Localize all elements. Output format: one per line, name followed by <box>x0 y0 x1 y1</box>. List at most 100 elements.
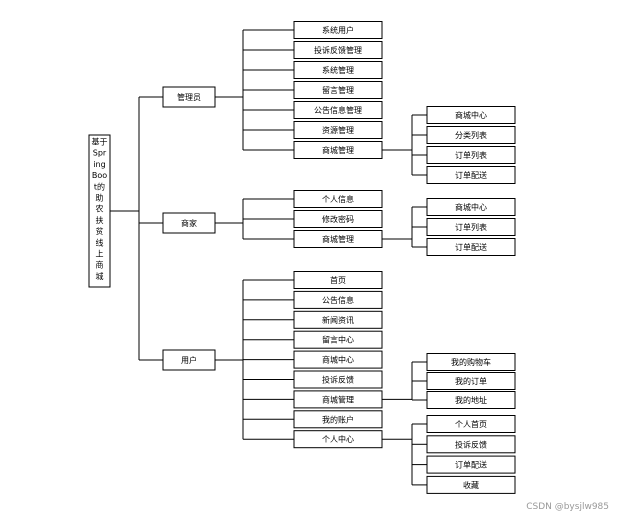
module-node-frame <box>293 190 383 208</box>
submodule-node-frame <box>426 353 516 371</box>
submodule-node-label: 订单配送 <box>455 460 487 470</box>
submodule-node-label: 投诉反馈 <box>455 439 487 449</box>
submodule-node-label: 个人首页 <box>455 419 487 429</box>
submodule-node-frame <box>426 475 516 494</box>
module-node-label: 公告信息管理 <box>314 105 362 115</box>
module-node: 公告信息 <box>293 290 383 309</box>
submodule-node-label: 商城中心 <box>455 202 487 212</box>
root-node-label-line: Spr <box>93 149 107 158</box>
submodule-node: 订单配送 <box>426 166 516 184</box>
module-node: 我的账户 <box>293 410 383 429</box>
root-node-label-line: t的 <box>94 181 105 191</box>
module-node: 新闻资讯 <box>293 310 383 329</box>
submodule-node: 我的购物车 <box>426 353 516 371</box>
module-node-label: 商城中心 <box>322 355 354 365</box>
module-node-frame <box>293 101 383 119</box>
module-node-frame <box>293 410 383 429</box>
module-node: 个人中心 <box>293 430 383 449</box>
submodule-node: 订单列表 <box>426 146 516 164</box>
root-node-label-line: 线 <box>96 237 104 247</box>
module-node-label: 商城管理 <box>322 145 354 155</box>
module-node-label: 我的账户 <box>322 414 354 424</box>
root-node-label-line: 商 <box>96 260 104 270</box>
module-node: 系统用户 <box>293 21 383 39</box>
module-node-frame <box>293 121 383 139</box>
module-node: 资源管理 <box>293 121 383 139</box>
root-node-label-line: 基于 <box>92 137 108 147</box>
module-node-label: 投诉反馈管理 <box>314 45 362 55</box>
root-node-label-line: Boo <box>92 171 107 180</box>
root-node-label-line: 扶 <box>96 215 104 225</box>
submodule-node: 商城中心 <box>426 198 516 216</box>
module-node-label: 留言中心 <box>322 335 354 345</box>
submodule-node-frame <box>426 415 516 433</box>
submodule-node-frame <box>426 372 516 390</box>
submodule-node: 个人首页 <box>426 415 516 433</box>
submodule-node-frame <box>426 455 516 474</box>
module-node: 商城管理 <box>293 230 383 248</box>
root-node-label-line: 助 <box>96 193 104 203</box>
root-node-label-line: ing <box>93 160 105 169</box>
submodule-node-label: 订单列表 <box>455 222 487 232</box>
module-node: 首页 <box>293 271 383 289</box>
module-node-label: 系统用户 <box>322 25 354 35</box>
module-node: 商城管理 <box>293 141 383 159</box>
root-node-label-line: 农 <box>96 204 104 214</box>
module-node: 商城管理 <box>293 390 383 409</box>
module-node-frame <box>293 330 383 349</box>
module-node-label: 资源管理 <box>322 125 354 135</box>
module-node: 留言管理 <box>293 81 383 99</box>
module-node: 公告信息管理 <box>293 101 383 119</box>
root-node-label-line: 贫 <box>96 226 104 236</box>
module-node: 个人信息 <box>293 190 383 208</box>
root-node-label-line: 上 <box>96 250 104 259</box>
role-node-label: 管理员 <box>177 92 201 102</box>
submodule-node-frame <box>426 166 516 184</box>
module-node-label: 商城管理 <box>322 394 354 404</box>
submodule-node-frame <box>426 218 516 236</box>
module-node-frame <box>293 350 383 369</box>
submodule-node-frame <box>426 198 516 216</box>
role-node-label: 用户 <box>181 355 197 365</box>
submodule-node: 订单配送 <box>426 455 516 474</box>
module-node-frame <box>293 41 383 59</box>
submodule-node-frame <box>426 238 516 256</box>
submodule-node-label: 我的地址 <box>455 395 487 405</box>
submodule-node: 投诉反馈 <box>426 435 516 454</box>
module-node: 投诉反馈管理 <box>293 41 383 59</box>
submodule-node: 分类列表 <box>426 126 516 144</box>
module-node: 系统管理 <box>293 61 383 79</box>
module-node: 商城中心 <box>293 350 383 369</box>
role-node-label: 商家 <box>181 218 197 228</box>
module-node-frame <box>293 61 383 79</box>
role-node: 商家 <box>162 212 216 234</box>
role-node: 管理员 <box>162 86 216 108</box>
role-node: 用户 <box>162 349 216 371</box>
submodule-node-label: 订单列表 <box>455 150 487 160</box>
submodule-node: 我的订单 <box>426 372 516 390</box>
module-node-frame <box>293 81 383 99</box>
module-node-frame <box>293 370 383 389</box>
submodule-node-label: 分类列表 <box>455 130 487 140</box>
submodule-node: 订单列表 <box>426 218 516 236</box>
module-node-label: 留言管理 <box>322 85 354 95</box>
submodule-node-label: 订单配送 <box>455 242 487 252</box>
submodule-node-frame <box>426 106 516 124</box>
module-node: 留言中心 <box>293 330 383 349</box>
module-node-frame <box>293 21 383 39</box>
submodule-node-frame <box>426 435 516 454</box>
module-node-label: 商城管理 <box>322 234 354 244</box>
root-node-label-line: 城 <box>96 272 104 281</box>
module-node-label: 公告信息 <box>322 295 354 305</box>
module-node-label: 投诉反馈 <box>322 375 354 385</box>
submodule-node-label: 我的订单 <box>455 376 487 386</box>
submodule-node: 订单配送 <box>426 238 516 256</box>
watermark-text: CSDN @bysjlw985 <box>526 502 609 512</box>
submodule-node-frame <box>426 391 516 409</box>
module-node-label: 首页 <box>330 275 346 285</box>
module-node-label: 个人中心 <box>322 434 354 444</box>
submodule-node-label: 订单配送 <box>455 170 487 180</box>
module-node-frame <box>293 210 383 228</box>
